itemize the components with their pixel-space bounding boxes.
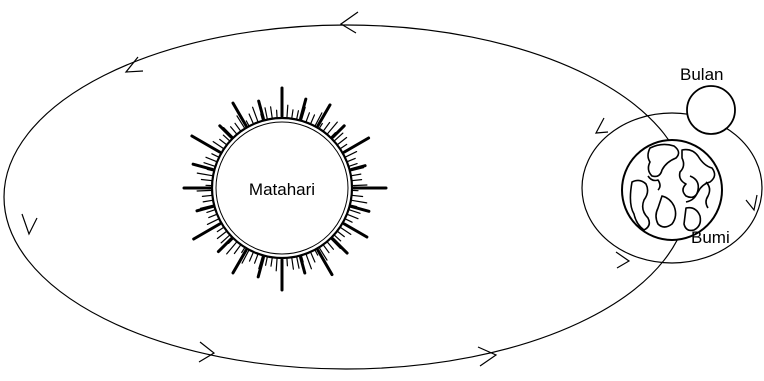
sun-fringe bbox=[347, 214, 358, 219]
sun-fringe bbox=[210, 147, 221, 154]
sun-fringe bbox=[250, 252, 254, 261]
sun-fringe bbox=[231, 127, 237, 135]
sun-fringe bbox=[292, 110, 293, 119]
sun-fringe bbox=[327, 242, 333, 250]
sun-fringe bbox=[271, 107, 273, 119]
sun-fringe bbox=[207, 210, 216, 213]
sun-fringe bbox=[266, 257, 268, 266]
sun-ray bbox=[220, 126, 231, 137]
sun-fringe bbox=[235, 123, 241, 131]
sun-fringe bbox=[311, 115, 315, 124]
sun-fringe bbox=[306, 113, 310, 122]
sun-fringe bbox=[340, 144, 347, 149]
sun-fringe bbox=[287, 258, 288, 266]
sun-ray bbox=[333, 126, 344, 137]
sun-fringe bbox=[349, 164, 358, 167]
sun-fringe bbox=[337, 138, 346, 145]
sun-fringe bbox=[220, 139, 227, 145]
sun-fringe bbox=[345, 152, 357, 158]
sun-fringe bbox=[323, 123, 330, 132]
moon-label: Bulan bbox=[680, 65, 723, 84]
sun-fringe bbox=[311, 252, 315, 262]
sun-ray bbox=[352, 207, 369, 212]
sun-fringe bbox=[276, 258, 277, 271]
sun-fringe bbox=[197, 173, 213, 176]
sun-fringe bbox=[234, 245, 241, 254]
sun-ray bbox=[318, 250, 332, 274]
sun-fringe bbox=[287, 105, 288, 118]
sun-fringe bbox=[271, 257, 272, 266]
sun-fringe bbox=[217, 227, 224, 232]
sun-fringe bbox=[209, 214, 217, 217]
sun-fringe bbox=[297, 111, 299, 120]
sun-fringe bbox=[212, 154, 219, 158]
sun-ray bbox=[218, 239, 231, 252]
sun-fringe bbox=[210, 223, 221, 230]
sun-fringe bbox=[349, 210, 360, 214]
sun-fringe bbox=[297, 257, 299, 269]
sun-fringe bbox=[345, 219, 352, 223]
earth-label: Bumi bbox=[691, 228, 730, 247]
sun-fringe bbox=[202, 195, 212, 196]
sun-fringe bbox=[343, 223, 354, 230]
sun-fringe bbox=[343, 147, 354, 154]
sun-fringe bbox=[201, 180, 212, 181]
sun-ray bbox=[233, 250, 246, 273]
sun-label: Matahari bbox=[249, 180, 315, 199]
sun-fringe bbox=[204, 163, 215, 167]
sun-fringe bbox=[323, 245, 329, 253]
sun-fringe bbox=[207, 219, 219, 225]
sun-ray bbox=[233, 103, 246, 126]
sun-fringe bbox=[347, 158, 355, 161]
sun-fringe bbox=[352, 195, 363, 196]
sun-fringe bbox=[197, 190, 212, 191]
sun-fringe bbox=[277, 110, 278, 118]
sun-fringe bbox=[351, 174, 361, 176]
sun-fringe bbox=[337, 231, 344, 237]
sun-ray bbox=[318, 105, 330, 126]
sun-fringe bbox=[203, 200, 213, 202]
sun-fringe bbox=[352, 180, 362, 181]
sun-fringe bbox=[249, 114, 253, 124]
sun-fringe bbox=[265, 108, 267, 120]
sun-fringe bbox=[253, 107, 259, 122]
moon-icon bbox=[687, 86, 735, 134]
sun-fringe bbox=[352, 185, 367, 186]
sun-fringe bbox=[351, 200, 367, 203]
sun-fringe bbox=[206, 157, 217, 162]
earth-globe-icon bbox=[622, 140, 722, 240]
sun-fringe bbox=[255, 254, 259, 263]
sun-fringe bbox=[306, 254, 312, 269]
sun-fringe bbox=[292, 257, 294, 269]
sun-fringe bbox=[217, 231, 226, 238]
